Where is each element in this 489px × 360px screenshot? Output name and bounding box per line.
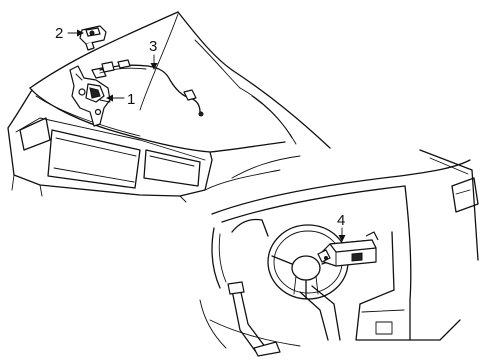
part-control-module (317, 231, 379, 267)
part-actuator (69, 65, 111, 127)
part-sensor-module (79, 25, 107, 51)
callout-label-1: 1 (127, 91, 135, 108)
callout-4: 4 (337, 212, 346, 242)
callout-label-3: 3 (149, 38, 157, 55)
vehicle-front-illustration (7, 11, 331, 203)
vehicle-interior-illustration (199, 149, 479, 357)
callout-2: 2 (55, 25, 84, 42)
part-cable (99, 59, 204, 117)
callout-3: 3 (149, 38, 158, 70)
callout-1: 1 (106, 91, 135, 108)
callout-label-4: 4 (337, 212, 345, 229)
callout-label-2: 2 (55, 25, 63, 42)
